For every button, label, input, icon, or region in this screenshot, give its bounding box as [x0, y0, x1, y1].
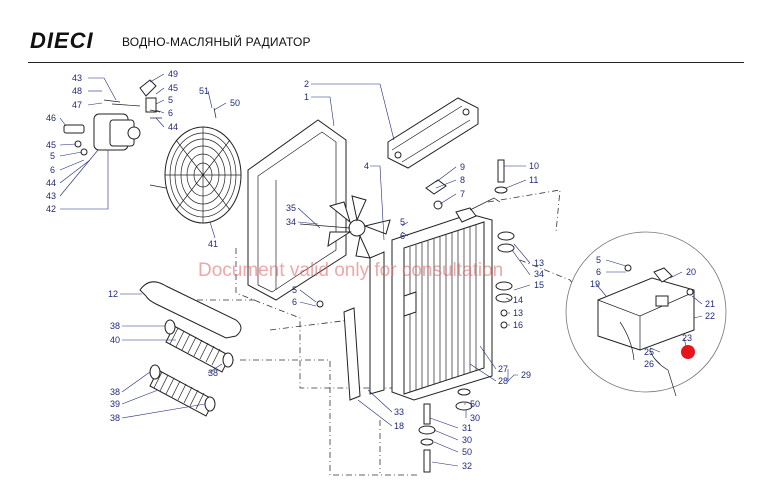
callout-38: 38	[110, 387, 120, 397]
callout-28: 28	[498, 376, 508, 386]
callout-35: 35	[286, 203, 296, 213]
radiator	[391, 197, 501, 401]
callout-30: 30	[470, 413, 480, 423]
callout-5: 5	[596, 255, 601, 265]
watermark-text: Document valid only for consultation	[198, 260, 503, 281]
expansion-tank-detail	[565, 231, 727, 397]
callout-47: 47	[72, 100, 82, 110]
callout-13: 13	[534, 258, 544, 268]
callout-44: 44	[168, 122, 178, 132]
callout-7: 7	[460, 189, 465, 199]
page-header: DIECI ВОДНО-МАСЛЯНЫЙ РАДИАТОР	[0, 0, 768, 64]
callout-5: 5	[292, 285, 297, 295]
callout-39: 39	[110, 399, 120, 409]
callout-6: 6	[168, 108, 173, 118]
callout-2: 2	[304, 79, 309, 89]
callout-21: 21	[705, 299, 715, 309]
corrugated-hose-lower	[149, 369, 215, 417]
callout-13: 13	[513, 308, 523, 318]
callout-11: 11	[529, 175, 538, 185]
callout-6: 6	[400, 231, 405, 241]
callout-51: 51	[199, 86, 209, 96]
callout-50: 50	[230, 98, 240, 108]
fan-shroud	[247, 119, 347, 301]
callout-41: 41	[208, 239, 218, 249]
callout-8: 8	[460, 175, 465, 185]
callout-43: 43	[72, 73, 82, 83]
callout-6: 6	[50, 165, 55, 175]
mounts	[316, 159, 515, 473]
callout-12: 12	[108, 289, 118, 299]
fan-blade	[299, 195, 391, 259]
callout-46: 46	[46, 113, 56, 123]
corrugated-hose-upper	[165, 325, 231, 373]
callout-18: 18	[394, 421, 404, 431]
callout-38: 38	[208, 368, 218, 378]
callout-32: 32	[462, 461, 472, 471]
callout-4: 4	[364, 161, 369, 171]
top-bracket	[387, 97, 479, 169]
callout-50: 50	[470, 399, 480, 409]
callout-16: 16	[513, 320, 523, 330]
callout-38: 38	[110, 321, 120, 331]
callouts: 43 48 47 49 45 5 6 44 46 45 5 6 44 43 42…	[46, 69, 715, 471]
callout-49: 49	[168, 69, 178, 79]
callout-31: 31	[462, 423, 472, 433]
brand-logo: DIECI	[30, 28, 94, 53]
callout-29: 29	[521, 370, 531, 380]
callout-42: 42	[46, 204, 56, 214]
callout-38: 38	[110, 413, 120, 423]
callout-10: 10	[529, 161, 539, 171]
callout-45: 45	[168, 83, 178, 93]
callout-25: 25	[644, 347, 654, 357]
leader-lines	[59, 73, 703, 467]
callout-43: 43	[46, 191, 56, 201]
callout-22: 22	[705, 311, 715, 321]
callout-15: 15	[534, 280, 544, 290]
callout-30: 30	[462, 435, 472, 445]
callout-45: 45	[46, 140, 56, 150]
callout-5: 5	[168, 95, 173, 105]
callout-34: 34	[286, 217, 296, 227]
page-title: ВОДНО-МАСЛЯНЫЙ РАДИАТОР	[122, 35, 311, 49]
callout-14: 14	[513, 295, 523, 305]
highlight-marker	[681, 345, 695, 359]
callout-23: 23	[682, 333, 692, 343]
callout-9: 9	[460, 162, 465, 172]
callout-48: 48	[72, 86, 82, 96]
callout-5: 5	[50, 151, 55, 161]
callout-26: 26	[644, 359, 654, 369]
callout-27: 27	[498, 364, 508, 374]
header-divider	[28, 62, 744, 63]
callout-5: 5	[400, 217, 405, 227]
callout-33: 33	[394, 407, 404, 417]
callout-1: 1	[304, 92, 309, 102]
callout-44: 44	[46, 178, 56, 188]
callout-20: 20	[686, 267, 696, 277]
fan-guard	[149, 107, 242, 224]
hoses	[139, 281, 242, 417]
callout-40: 40	[110, 335, 120, 345]
side-seal	[343, 251, 385, 401]
callout-19: 19	[590, 279, 600, 289]
callout-50: 50	[462, 447, 472, 457]
callout-6: 6	[292, 297, 297, 307]
callout-34: 34	[534, 269, 544, 279]
pump-assembly	[63, 79, 162, 156]
callout-6: 6	[596, 267, 601, 277]
